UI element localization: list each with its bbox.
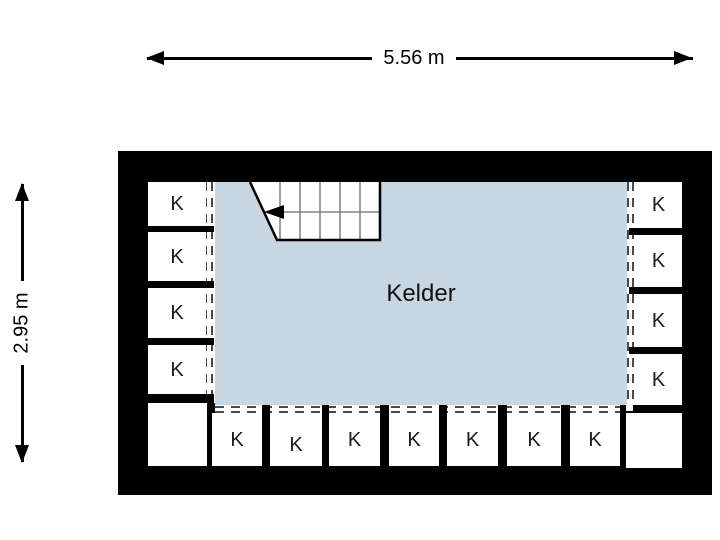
- storage-room-left-2: K: [148, 232, 206, 281]
- storage-room-left-3: K: [148, 288, 206, 338]
- storage-room-label: K: [289, 433, 303, 456]
- storage-room-label: K: [170, 358, 184, 381]
- wall-divider: [322, 405, 329, 466]
- storage-room-left-1: K: [148, 182, 206, 226]
- wall-divider: [561, 405, 570, 466]
- storage-room-label: K: [170, 193, 184, 215]
- storage-room-bottom-1: K: [212, 413, 262, 466]
- storage-room-label: K: [527, 428, 541, 451]
- wall-divider: [498, 405, 507, 466]
- storage-room-label: K: [651, 368, 666, 391]
- dashed-boundary-left-outer: [205, 182, 207, 403]
- dashed-boundary-bottom-inner: [215, 406, 627, 408]
- storage-room-bottom-3: K: [329, 413, 380, 466]
- storage-room-label: K: [407, 428, 421, 451]
- stair-body: [250, 182, 380, 240]
- dimension-top-label: 5.56 m: [372, 46, 456, 71]
- storage-room-right-1: K: [635, 182, 682, 228]
- wall-divider: [620, 405, 626, 466]
- wall-divider: [633, 405, 682, 413]
- arrow-down-icon: [15, 445, 29, 463]
- wall-divider: [148, 394, 214, 403]
- storage-room-left-4: K: [148, 345, 206, 394]
- dimension-left-label: 2.95 m: [10, 292, 33, 354]
- wall-divider: [380, 405, 389, 466]
- wall-divider: [207, 403, 215, 466]
- storage-room-label: K: [170, 245, 184, 268]
- storage-room-bottom-6: K: [507, 413, 561, 466]
- storage-room-right-3: K: [635, 294, 682, 347]
- storage-room-label: K: [465, 428, 480, 451]
- stair-outline: [248, 181, 382, 242]
- arrow-up-icon: [15, 183, 29, 201]
- corner-room-bottom-left: [148, 403, 207, 466]
- corner-room-bottom-right: [626, 411, 682, 468]
- storage-room-label: K: [230, 428, 244, 451]
- wall-divider: [148, 281, 214, 288]
- arrow-right-icon: [674, 51, 692, 65]
- storage-room-bottom-2: K: [270, 413, 322, 466]
- dashed-boundary-bottom-outer: [215, 411, 627, 413]
- dimension-left: 2.95 m: [0, 150, 60, 490]
- storage-room-label: K: [651, 309, 666, 332]
- dimension-left-label-box: 2.95 m: [7, 281, 37, 365]
- storage-room-bottom-7: K: [570, 413, 620, 466]
- storage-room-bottom-4: K: [389, 413, 439, 466]
- storage-room-label: K: [651, 250, 666, 272]
- wall-divider: [148, 226, 214, 232]
- wall-divider: [629, 287, 682, 294]
- storage-room-label: K: [651, 194, 666, 216]
- storage-room-label: K: [170, 302, 184, 324]
- storage-room-label: K: [347, 428, 362, 451]
- dashed-boundary-right-inner: [627, 182, 629, 405]
- wall-divider: [262, 405, 270, 466]
- dashed-boundary-left-inner: [211, 182, 213, 403]
- wall-divider: [439, 405, 447, 466]
- stair-direction-arrow-icon: [264, 205, 284, 219]
- storage-room-right-4: K: [635, 354, 682, 405]
- arrow-left-icon: [146, 51, 164, 65]
- wall-divider: [629, 228, 682, 235]
- storage-room-right-2: K: [635, 235, 682, 287]
- wall-divider: [629, 347, 682, 354]
- storage-room-label: K: [588, 428, 602, 451]
- dimension-top: 5.56 m: [0, 0, 720, 90]
- staircase: [248, 181, 382, 242]
- wall-divider: [148, 338, 214, 345]
- storage-room-bottom-5: K: [447, 413, 498, 466]
